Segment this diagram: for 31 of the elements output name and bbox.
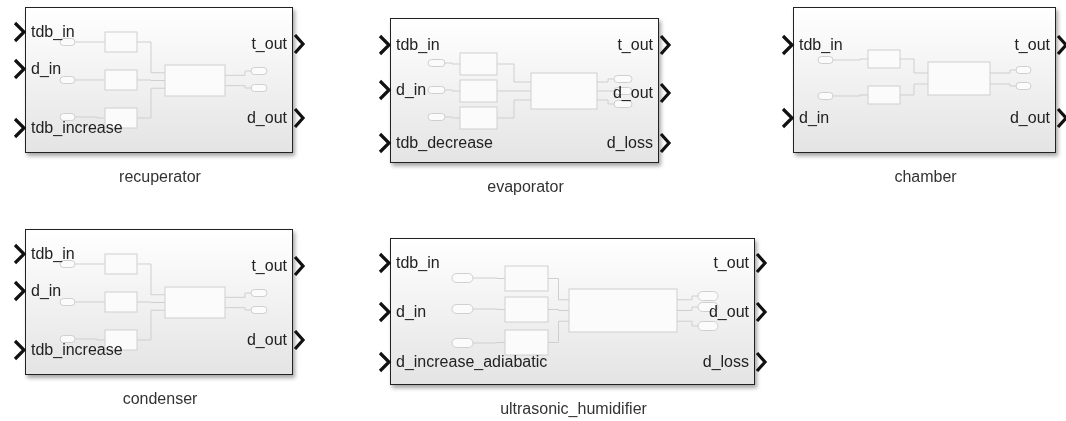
port-label: d_loss	[702, 352, 749, 372]
port-label: t_out	[251, 34, 287, 54]
port-label: tdb_in	[31, 22, 75, 42]
port-label: tdb_in	[799, 35, 843, 55]
block-name: condenser	[121, 389, 199, 409]
port-label: d_in	[31, 281, 62, 301]
port-label: tdb_in	[396, 253, 440, 273]
port-label: d_in	[31, 59, 62, 79]
block-name: chamber	[893, 167, 958, 187]
port-label: tdb_in	[396, 35, 440, 55]
port-label: d_in	[799, 108, 830, 128]
port-label: d_in	[396, 302, 427, 322]
port-label: d_out	[708, 302, 749, 322]
block-name: ultrasonic_humidifier	[499, 399, 648, 419]
port-label: d_out	[1009, 108, 1050, 128]
port-label: d_out	[246, 330, 287, 350]
port-label: t_out	[617, 35, 653, 55]
port-label: tdb_decrease	[396, 133, 493, 153]
port-label: t_out	[713, 253, 749, 273]
port-label: d_out	[246, 108, 287, 128]
port-label: d_increase_adiabatic	[396, 352, 548, 372]
port-label: t_out	[251, 256, 287, 276]
port-label: tdb_increase	[31, 340, 123, 360]
port-label: d_out	[612, 83, 653, 103]
port-label: d_in	[396, 80, 427, 100]
port-label: d_loss	[606, 133, 653, 153]
port-label: tdb_in	[31, 244, 75, 264]
block-name: evaporator	[486, 177, 565, 197]
port-label: tdb_increase	[31, 118, 123, 138]
port-label: t_out	[1014, 35, 1050, 55]
block-name: recuperator	[118, 167, 202, 187]
